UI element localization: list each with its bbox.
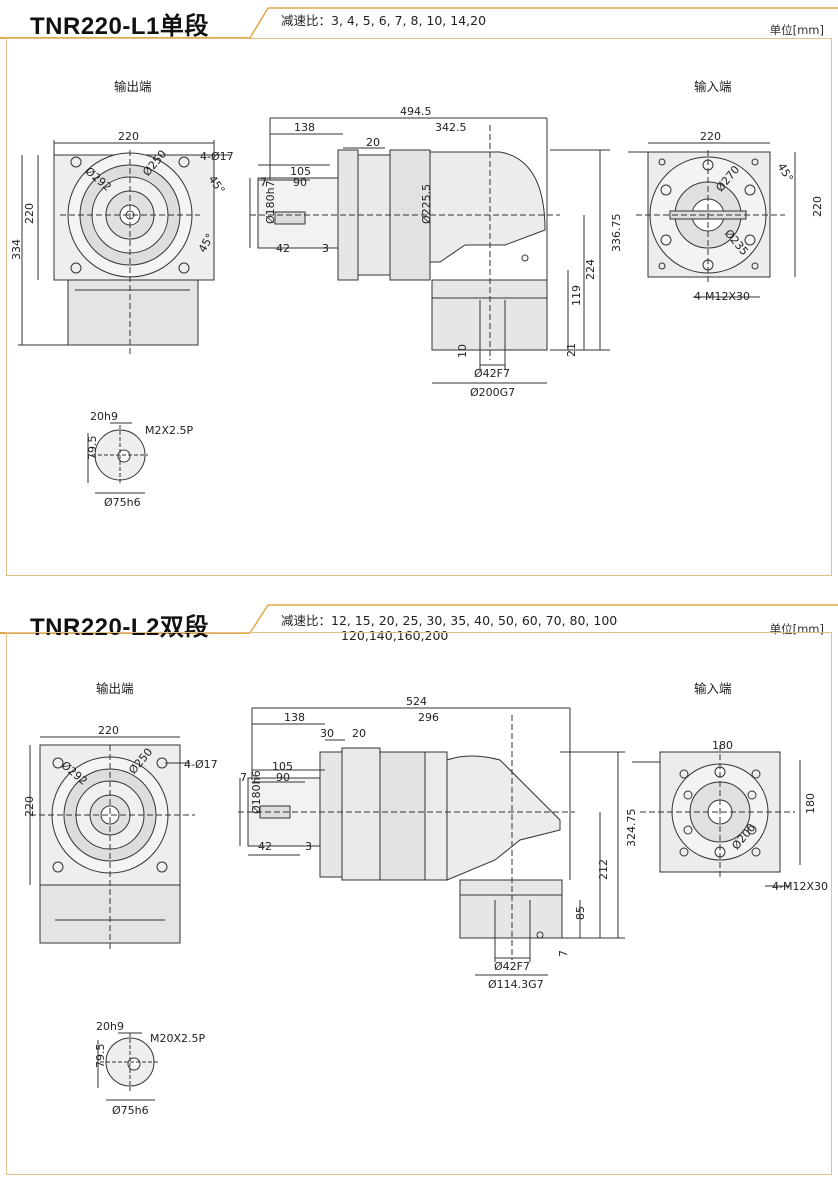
dim2-spigot: Ø114.3G7 [488, 978, 544, 991]
key-dia: Ø75h6 [104, 496, 141, 509]
dim2-shaft-off: 7 [240, 771, 247, 784]
section-1-drawing: 220 220 334 Ø292 Ø250 4-Ø17 45° 45° 494.… [10, 105, 824, 509]
output-end-front-view [53, 150, 215, 355]
dim-len-b: 342.5 [435, 121, 467, 134]
dim-height-224: 224 [584, 259, 597, 280]
key2-dia: Ø75h6 [112, 1104, 149, 1117]
section-1-output-end-label: 输出端 [114, 79, 152, 94]
dim2-total-len: 524 [406, 695, 427, 708]
key-w: 20h9 [90, 410, 118, 423]
section-2-ratio-line2: 120,140,160,200 [341, 628, 449, 643]
dim-shaft-dia: Ø180h7 [264, 180, 277, 224]
dim-shaft-step: 3 [322, 242, 329, 255]
section-1-unit: 单位[mm] [769, 23, 824, 37]
dim2-in-h: 180 [804, 793, 817, 814]
section-2-header: TNR220-L2双段 减速比：12, 15, 20, 25, 30, 35, … [0, 603, 838, 643]
output-end-side-view [250, 125, 560, 360]
dim-len-a: 138 [294, 121, 315, 134]
section-2-input-end-label: 输入端 [694, 681, 732, 696]
dim2-height-85: 85 [574, 906, 587, 920]
dim2-height-212: 212 [597, 859, 610, 880]
dim-holes: 4-Ø17 [200, 150, 234, 163]
key-h: 79.5 [86, 436, 99, 461]
dim2-front-w: 220 [98, 724, 119, 737]
dim-in-thread: 4-M12X30 [694, 290, 750, 303]
dim2-len-b: 296 [418, 711, 439, 724]
dim-spigot: Ø200G7 [470, 386, 515, 399]
dim-height-21: 21 [565, 343, 578, 357]
section-2-panel [6, 632, 832, 1175]
dim2-holes: 4-Ø17 [184, 758, 218, 771]
dim-in-w: 220 [700, 130, 721, 143]
key2-h: 79.5 [94, 1044, 107, 1069]
dim-bore: Ø42F7 [474, 367, 510, 380]
section-1-panel [6, 38, 832, 576]
dim2-front-h: 220 [23, 796, 36, 817]
dim2-shaft-dia: Ø180h6 [250, 770, 263, 814]
dim2-len-a: 138 [284, 711, 305, 724]
dim-front-total: 334 [10, 239, 23, 260]
section-2-title: TNR220-L2双段 [30, 614, 209, 641]
dim-in-h: 220 [811, 196, 824, 217]
output-end-front-view-2 [30, 744, 195, 950]
section-2-output-end-label: 输出端 [96, 681, 134, 696]
dim-bottom-10: 10 [456, 344, 469, 358]
input-end-front-view [636, 150, 785, 282]
dim-height-total: 336.75 [610, 214, 623, 253]
section-1-ratio: 减速比：3, 4, 5, 6, 7, 8, 10, 14,20 [281, 13, 487, 28]
section-1-header: TNR220-L1单段 减速比：3, 4, 5, 6, 7, 8, 10, 14… [0, 0, 838, 40]
section-1-title: TNR220-L1单段 [30, 13, 209, 40]
dim2-in-thread: 4-M12X30 [772, 880, 828, 893]
dim-shaft-off: 7 [260, 176, 267, 189]
input-end-front-view-2 [640, 745, 795, 880]
dim-len-c: 20 [366, 136, 380, 149]
key-thread: M2X2.5P [145, 424, 194, 437]
dim-height-119: 119 [570, 285, 583, 306]
dim2-shaft-key: 90 [276, 771, 290, 784]
dim2-shaft-step: 3 [305, 840, 312, 853]
key2-w: 20h9 [96, 1020, 124, 1033]
header-accent-line [0, 604, 838, 634]
dim-front-w: 220 [118, 130, 139, 143]
key-detail-1 [92, 425, 148, 485]
section-1-input-end-label: 输入端 [694, 79, 732, 94]
dim2-height-total: 324.75 [625, 809, 638, 848]
output-end-side-view-2 [238, 715, 575, 960]
key2-thread: M20X2.5P [150, 1032, 206, 1045]
dim-flange-dia: Ø225.5 [420, 184, 433, 224]
key-detail-2 [100, 1033, 160, 1092]
dim2-height-7: 7 [557, 950, 570, 957]
dim2-len-d: 20 [352, 727, 366, 740]
dim-shaft-key: 90 [293, 176, 307, 189]
dim2-shaft-end: 42 [258, 840, 272, 853]
dim-shaft-len: 105 [290, 165, 311, 178]
dim-shaft-end: 42 [276, 242, 290, 255]
dim-total-len: 494.5 [400, 105, 432, 118]
dim2-in-w: 180 [712, 739, 733, 752]
dim2-len-c: 30 [320, 727, 334, 740]
dim-front-h: 220 [23, 203, 36, 224]
dim2-shaft-len: 105 [272, 760, 293, 773]
dim2-bore: Ø42F7 [494, 960, 530, 973]
section-2-ratio: 减速比：12, 15, 20, 25, 30, 35, 40, 50, 60, … [281, 613, 618, 628]
